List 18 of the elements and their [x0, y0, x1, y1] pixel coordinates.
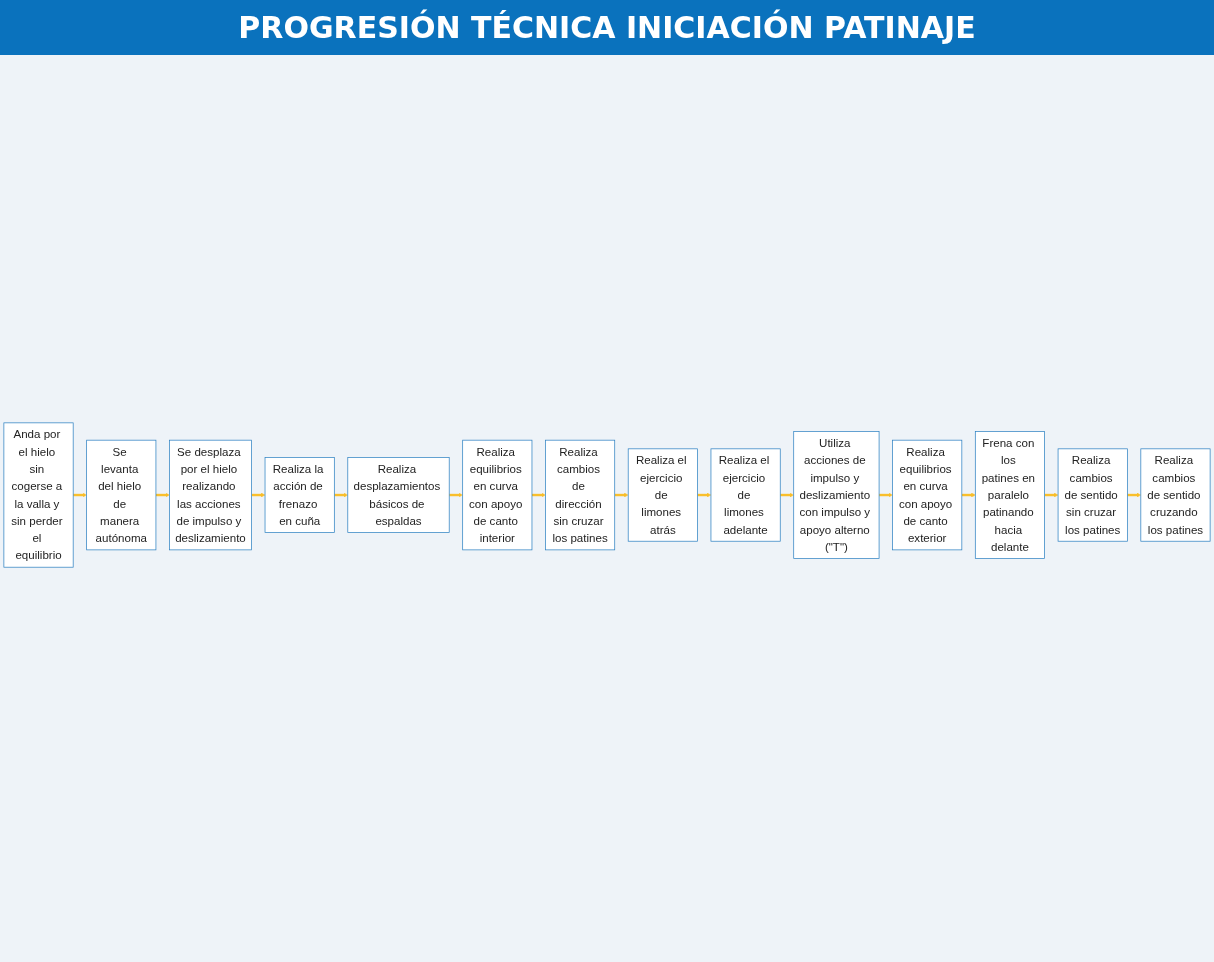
node-box: Realiza equilibrios en curva con apoyo de canto exterior — [892, 439, 963, 551]
node-box: Realiza equilibrios en curva con apoyo de canto interior — [462, 439, 533, 551]
node-box: Utiliza acciones de impulso y deslizamiento con impulso y apoyo alterno ("T") — [793, 431, 880, 559]
node-box: Se levanta del hielo de manera autónoma — [86, 439, 157, 551]
node-box: Realiza cambios de sentido cruzando los patines — [1140, 448, 1211, 542]
node-box: Realiza cambios de dirección sin cruzar los patines — [545, 439, 616, 551]
arrow — [251, 492, 266, 498]
node-box: Frena con los patines en paralelo patinando hacia delante — [974, 431, 1045, 559]
node-box: Realiza cambios de sentido sin cruzar los patines — [1057, 448, 1128, 542]
node-box: Realiza la acción de frenazo en cuña — [264, 457, 335, 533]
node-box: Se desplaza por el hielo realizando las acciones de impulso y deslizamiento — [169, 439, 252, 551]
arrow — [961, 492, 976, 498]
node-box: Realiza el ejercicio de limones adelante — [710, 448, 781, 542]
arrow — [614, 492, 629, 498]
node-box: Realiza el ejercicio de limones atrás — [627, 448, 698, 542]
title-banner: PROGRESIÓN TÉCNICA INICIACIÓN PATINAJE — [0, 0, 1214, 55]
node-box: Realiza desplazamientos básicos de espaldas — [347, 457, 450, 533]
node-box: Anda por el hielo sin cogerse a la valla y sin perder el equilibrio — [3, 422, 74, 568]
